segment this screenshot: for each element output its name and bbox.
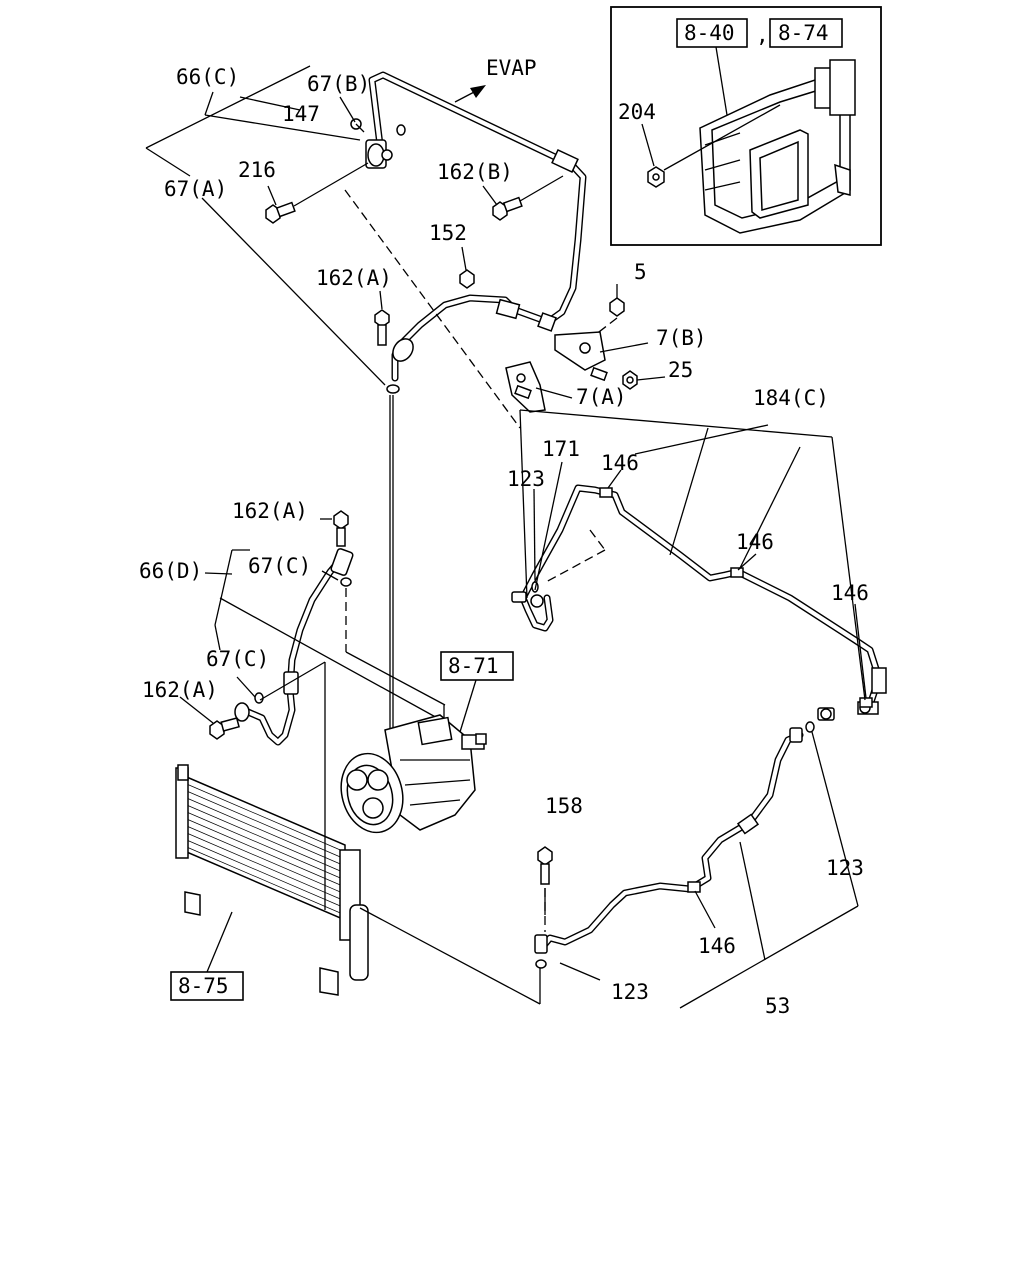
- bolt-7b-fastener[interactable]: [590, 366, 608, 382]
- callout-146-d[interactable]: 146: [698, 934, 736, 958]
- callout-162a-upper[interactable]: 162(A): [316, 266, 392, 290]
- callout-184c[interactable]: 184(C): [753, 386, 829, 410]
- callout-158[interactable]: 158: [545, 794, 583, 818]
- nut-204[interactable]: [647, 166, 665, 188]
- clip-146-d[interactable]: [687, 881, 701, 893]
- condenser[interactable]: [175, 764, 369, 996]
- ref-separator: ,: [756, 23, 769, 47]
- bolt-216[interactable]: [265, 162, 369, 224]
- oring-67c-lower[interactable]: [254, 692, 264, 704]
- callout-67c-upper[interactable]: 67(C): [248, 554, 311, 578]
- oring-67c-upper[interactable]: [340, 577, 352, 587]
- callout-146-c[interactable]: 146: [831, 581, 869, 605]
- callout-147[interactable]: 147: [282, 102, 320, 126]
- leaders-upper: [145, 65, 666, 429]
- suction-pipe-upper[interactable]: [368, 71, 587, 326]
- callout-66d[interactable]: 66(D): [139, 559, 202, 583]
- callout-7a[interactable]: 7(A): [576, 385, 627, 409]
- clip-146-c[interactable]: [859, 697, 873, 708]
- ref-8-75[interactable]: 8-75: [178, 974, 229, 998]
- ref-box-8-40[interactable]: [676, 18, 748, 48]
- callout-171[interactable]: 171: [542, 437, 580, 461]
- evaporator-inset: 8-40 , 8-74 204: [610, 6, 882, 246]
- nut-152[interactable]: [459, 269, 475, 289]
- leaders-53: [539, 731, 859, 1009]
- evap-label: EVAP: [486, 56, 537, 80]
- ref-box-8-75[interactable]: [170, 971, 244, 1001]
- callout-67c-lower[interactable]: 67(C): [206, 647, 269, 671]
- bolt-147[interactable]: [350, 118, 365, 133]
- bracket-7a[interactable]: [505, 361, 546, 413]
- callout-25[interactable]: 25: [668, 358, 693, 382]
- bracket-7b[interactable]: [537, 312, 606, 371]
- callout-67b[interactable]: 67(B): [307, 72, 370, 96]
- callout-162a-mid[interactable]: 162(A): [232, 499, 308, 523]
- callout-53[interactable]: 53: [765, 994, 790, 1018]
- pipe-184c[interactable]: [519, 484, 887, 715]
- oring-123-lower[interactable]: [535, 959, 547, 969]
- oring-upper[interactable]: [386, 384, 400, 394]
- callout-162a-lower[interactable]: 162(A): [142, 678, 218, 702]
- callout-204[interactable]: 204: [618, 100, 656, 124]
- ref-box-8-71[interactable]: [440, 651, 514, 681]
- bolt-162a-lower[interactable]: [209, 717, 240, 740]
- pipe-53[interactable]: [534, 727, 804, 954]
- oring-67b[interactable]: [396, 124, 406, 136]
- pipe-152-section[interactable]: [389, 294, 552, 382]
- ref-box-8-74[interactable]: [769, 18, 843, 48]
- bolt-162a-upper[interactable]: [374, 309, 390, 346]
- clip-146-a[interactable]: [599, 487, 613, 498]
- ref-8-74[interactable]: 8-74: [778, 21, 829, 45]
- callout-123-right[interactable]: 123: [826, 856, 864, 880]
- hose-66d[interactable]: [234, 548, 354, 746]
- bolt-162b[interactable]: [492, 175, 564, 221]
- ref-8-40[interactable]: 8-40: [684, 21, 735, 45]
- callout-146-a[interactable]: 146: [601, 451, 639, 475]
- pipe-184c-fitting-left[interactable]: [511, 591, 544, 608]
- bolt-5[interactable]: [594, 297, 625, 336]
- callout-5[interactable]: 5: [634, 260, 647, 284]
- evap-arrow-icon: [454, 85, 486, 103]
- nut-25[interactable]: [622, 370, 638, 390]
- callout-66c[interactable]: 66(C): [176, 65, 239, 89]
- compressor[interactable]: [333, 714, 487, 839]
- callout-123-lower[interactable]: 123: [611, 980, 649, 1004]
- clip-146-b[interactable]: [730, 567, 744, 578]
- evaporator-unit: [699, 59, 856, 234]
- callout-152[interactable]: 152: [429, 221, 467, 245]
- callout-7b[interactable]: 7(B): [656, 326, 707, 350]
- ref-8-71[interactable]: 8-71: [448, 654, 499, 678]
- leaders-184c: [519, 409, 867, 701]
- callout-162b[interactable]: 162(B): [437, 160, 513, 184]
- callouts: 66(C) 67(B) 147 67(A) 216 162(B) 152 162…: [139, 65, 869, 1018]
- callout-146-b[interactable]: 146: [736, 530, 774, 554]
- bolt-158[interactable]: [537, 846, 553, 885]
- suction-fitting[interactable]: [365, 139, 393, 169]
- bolt-162a-mid[interactable]: [333, 510, 349, 547]
- pipe-184c-end-fitting[interactable]: [817, 707, 835, 721]
- callout-67a[interactable]: 67(A): [164, 177, 227, 201]
- callout-123-upper[interactable]: 123: [507, 467, 545, 491]
- leaders-66d: [179, 518, 451, 740]
- callout-216[interactable]: 216: [238, 158, 276, 182]
- oring-123-right[interactable]: [805, 721, 815, 733]
